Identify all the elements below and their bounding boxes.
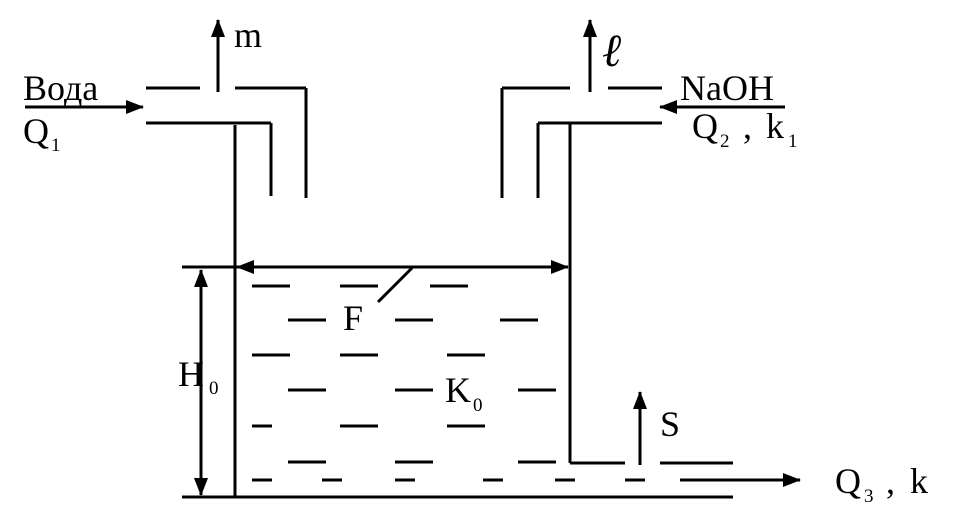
q1-label: Q — [23, 111, 49, 151]
q3-separator: , — [886, 461, 895, 501]
s-label: S — [660, 404, 680, 444]
m-label: m — [234, 15, 262, 55]
f-leader-line — [376, 266, 414, 304]
k-label: k — [910, 461, 928, 501]
k1-label: k — [766, 106, 784, 146]
water-label: Вода — [23, 68, 98, 108]
k0-label: K — [445, 370, 471, 410]
q1-subscript: 1 — [51, 135, 61, 156]
q2-separator: , — [743, 106, 752, 146]
h0-label: H — [178, 354, 204, 394]
k1-subscript: 1 — [788, 131, 798, 152]
f-label: F — [343, 298, 363, 338]
h0-subscript: 0 — [209, 378, 219, 399]
liquid-surface-dashes — [252, 284, 645, 482]
tank-walls — [182, 122, 733, 499]
left-inlet-pipe — [146, 86, 308, 198]
q2-label: Q — [692, 106, 718, 146]
labels: Вода Q 1 m ℓ NaOH Q 2 , k 1 F H 0 K 0 S … — [23, 15, 928, 507]
q3-subscript: 3 — [864, 486, 874, 507]
k0-subscript: 0 — [473, 395, 483, 416]
right-inlet-pipe — [500, 86, 662, 198]
l-label: ℓ — [602, 23, 622, 77]
q2-subscript: 2 — [720, 131, 730, 152]
naoh-label: NaOH — [680, 68, 774, 108]
flow-arrows — [25, 19, 801, 496]
q3-label: Q — [835, 461, 861, 501]
